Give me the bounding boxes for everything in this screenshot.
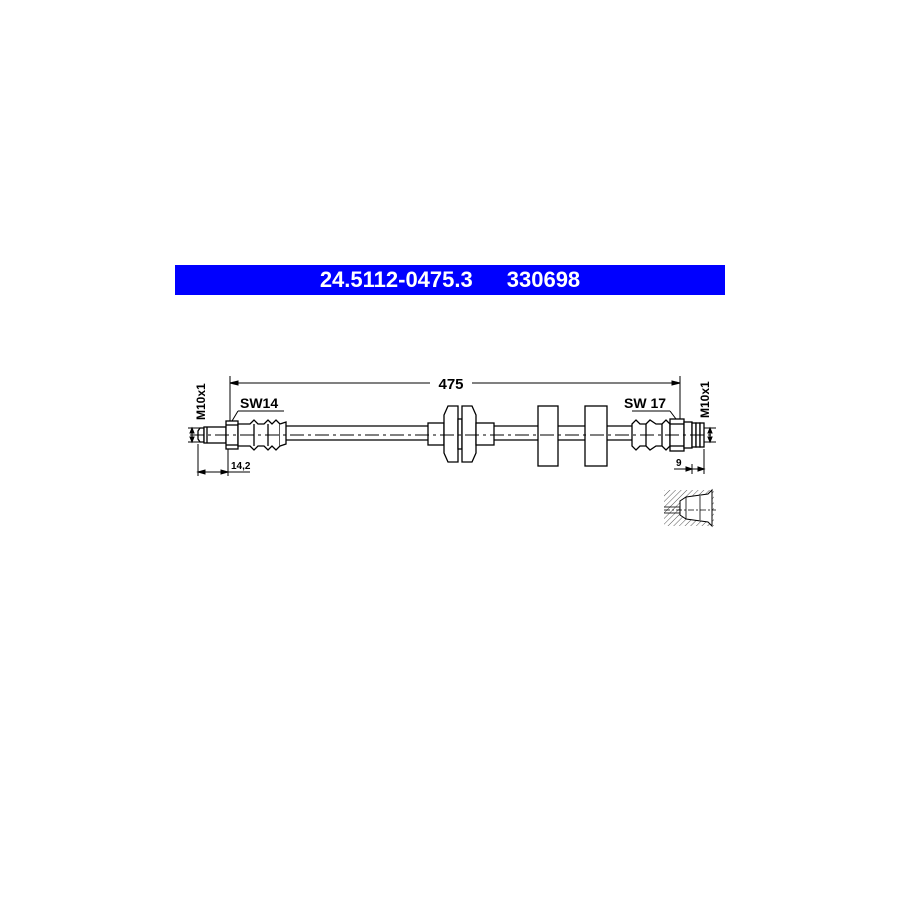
left-thread-label: M10x1 <box>194 383 208 420</box>
reference-number: 330698 <box>506 267 581 292</box>
right-wrench-size-label: SW 17 <box>624 395 666 411</box>
center-bracket <box>427 405 495 463</box>
hose-clip-1 <box>537 405 559 467</box>
port-section-detail <box>664 488 716 528</box>
part-number: 24.5112-0475.3 <box>319 267 473 292</box>
right-length-label: 9 <box>676 458 682 469</box>
title-banner: 24.5112-0475.3 330698 <box>175 265 725 295</box>
right-thread-label: M10x1 <box>698 381 712 418</box>
left-wrench-size-label: SW14 <box>240 395 278 411</box>
left-length-label: 14,2 <box>231 461 251 472</box>
hose-clip-2 <box>584 405 608 467</box>
overall-length-label: 475 <box>438 376 463 393</box>
